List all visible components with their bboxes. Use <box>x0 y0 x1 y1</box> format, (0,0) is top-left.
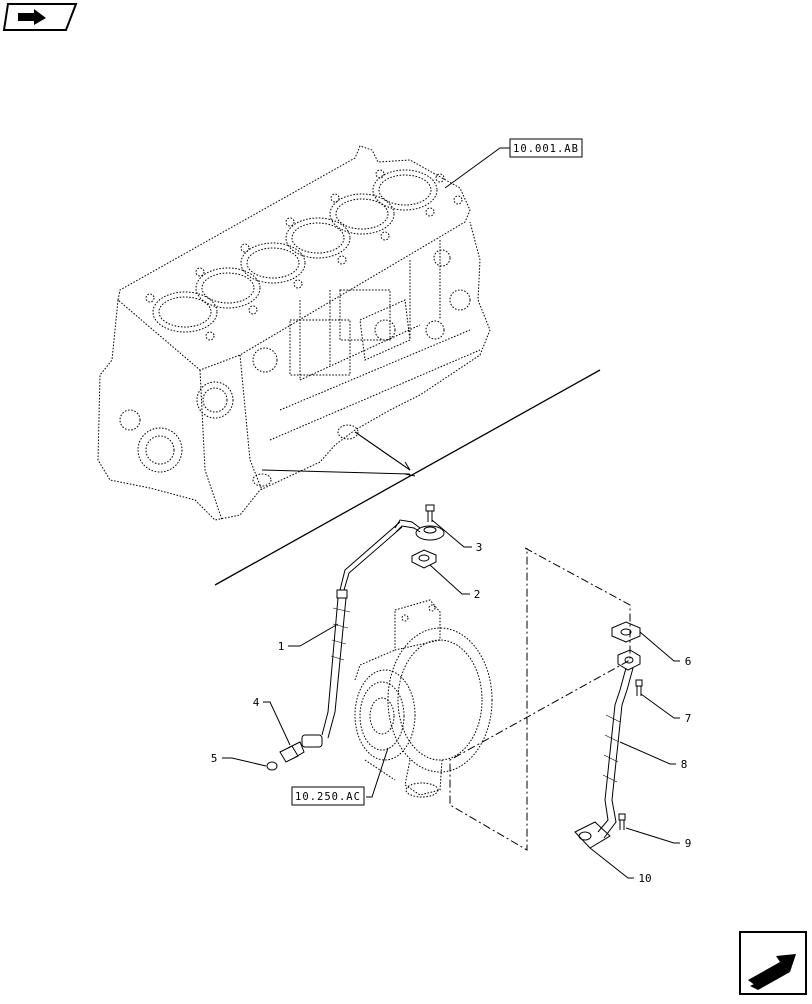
callout-leaders <box>222 519 680 879</box>
ref-engine-block-label: 10.001.AB <box>513 143 579 155</box>
bolt-part <box>425 504 435 522</box>
callout-6[interactable]: 6 <box>685 655 692 668</box>
oil-supply-pipe <box>301 519 445 748</box>
callout-9[interactable]: 9 <box>685 837 692 850</box>
phantom-outline <box>449 547 631 851</box>
callout-8[interactable]: 8 <box>681 758 688 771</box>
turbocharger-drawing <box>354 599 493 798</box>
ref-box-turbocharger[interactable]: 10.250.AC <box>291 786 365 806</box>
section-divider-line <box>214 369 601 586</box>
ref-box-engine-block[interactable]: 10.001.AB <box>509 138 583 158</box>
callout-2[interactable]: 2 <box>474 588 481 601</box>
leader-turbocharger <box>366 747 389 798</box>
gasket-part <box>411 549 437 569</box>
ref-turbocharger-label: 10.250.AC <box>295 791 361 803</box>
callout-7[interactable]: 7 <box>685 712 692 725</box>
callout-1[interactable]: 1 <box>278 640 285 653</box>
callout-10[interactable]: 10 <box>638 872 651 885</box>
engine-block-drawing <box>97 145 491 521</box>
oil-return-pipe <box>574 621 643 849</box>
callout-4[interactable]: 4 <box>253 696 260 709</box>
leader-engine-block <box>444 147 510 189</box>
callout-3[interactable]: 3 <box>476 541 483 554</box>
callout-5[interactable]: 5 <box>211 752 218 765</box>
next-page-arrow-icon[interactable] <box>739 931 807 995</box>
port-indicator-lines <box>261 431 416 477</box>
callout-labels: 1 2 3 4 5 6 7 8 9 10 <box>211 541 692 885</box>
book-arrow-icon[interactable] <box>2 3 78 31</box>
adapter-fitting <box>266 741 305 771</box>
